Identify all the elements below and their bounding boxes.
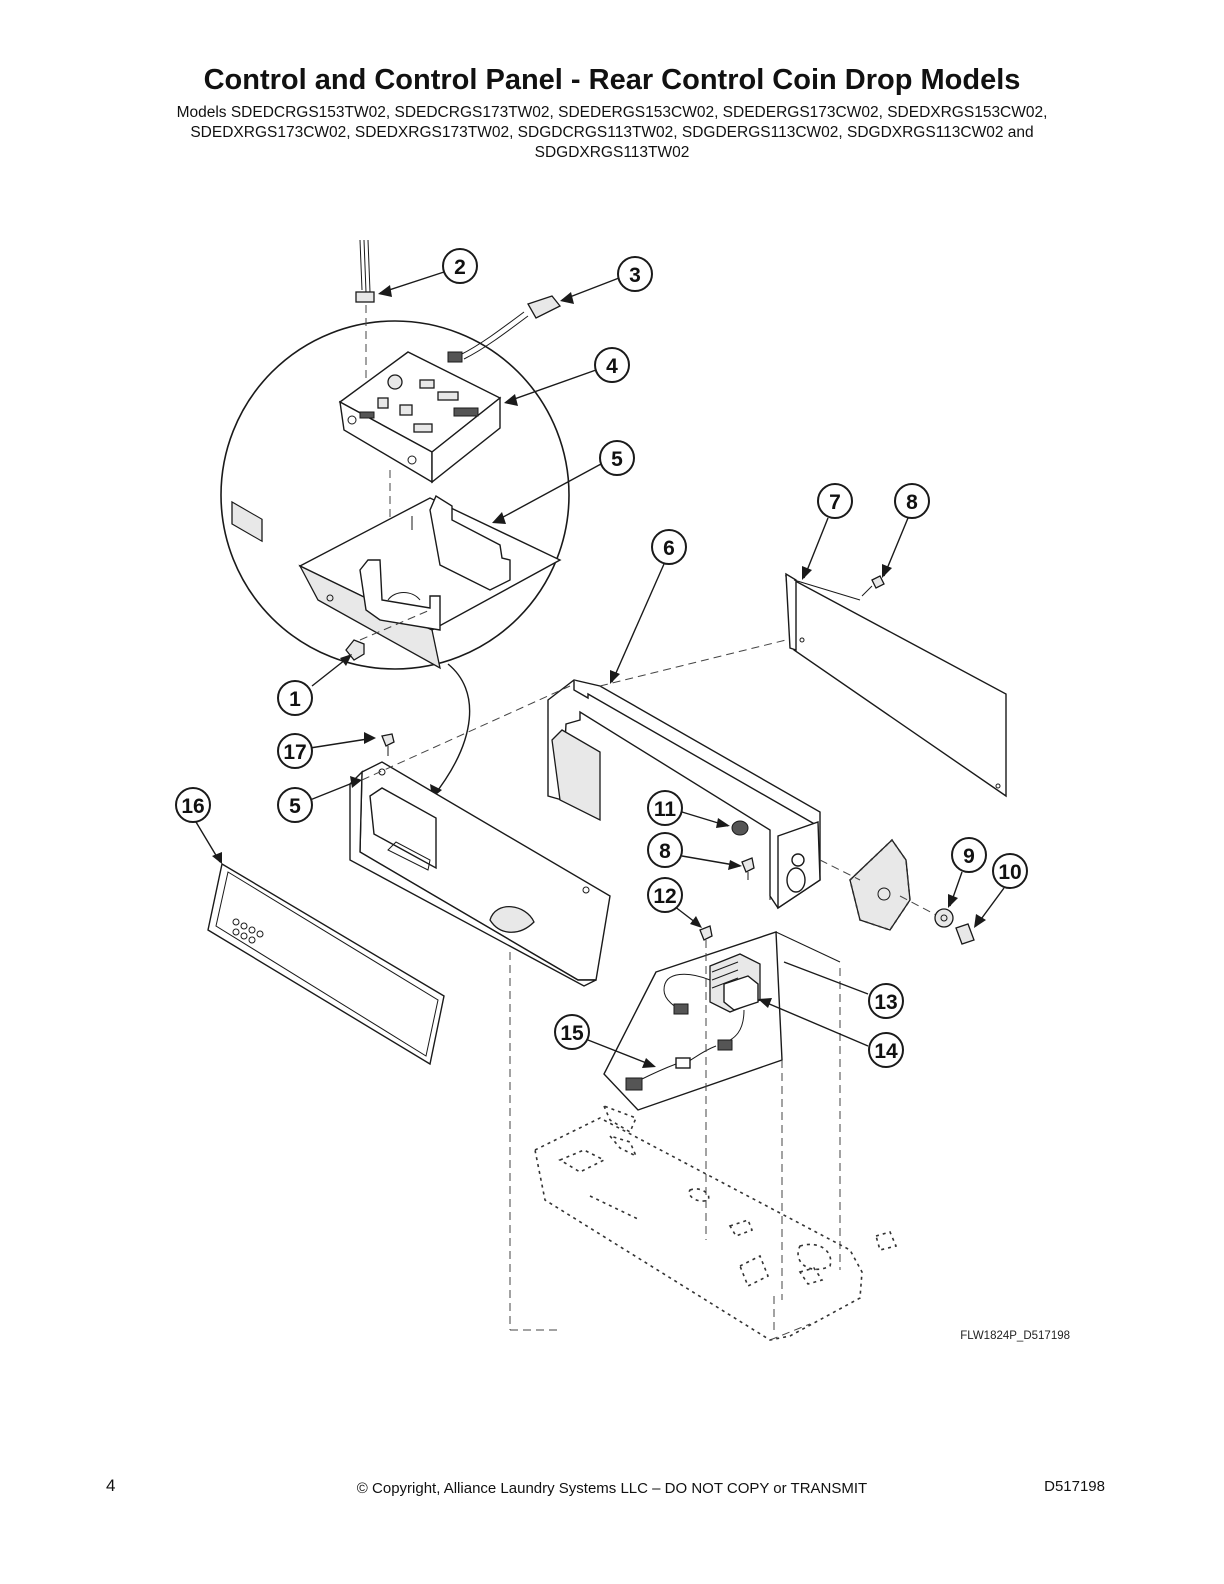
callout-5-lower: 5 [277, 787, 313, 823]
callout-label: 14 [874, 1040, 898, 1063]
callout-label: 4 [606, 355, 618, 378]
callout-14: 14 [868, 1032, 904, 1068]
callout-label: 3 [629, 264, 641, 287]
control-board-icon [338, 351, 502, 540]
model-list-line: Models SDEDCRGS153TW02, SDEDCRGS173TW02,… [176, 104, 1048, 121]
callout-13: 13 [868, 983, 904, 1019]
control-overlay [207, 500, 445, 1066]
cabinet-top [534, 1104, 898, 1341]
callout-label: 11 [654, 798, 677, 821]
callout-label: 5 [289, 795, 301, 818]
callout-3: 3 [617, 256, 653, 292]
callout-9: 9 [951, 837, 987, 873]
callout-label: 16 [181, 795, 204, 818]
callout-16: 16 [175, 787, 211, 823]
callout-8-lower: 8 [647, 832, 683, 868]
model-list: Models SDEDCRGS153TW02, SDEDCRGS173TW02,… [100, 103, 1124, 163]
callout-17: 17 [277, 733, 313, 769]
model-list-line: SDGDXRGS113TW02 [534, 144, 690, 161]
control-panel [349, 685, 611, 1331]
page-title: Control and Control Panel - Rear Control… [203, 64, 1021, 96]
screw-icon [861, 575, 885, 597]
callout-label: 15 [560, 1022, 584, 1045]
callout-label: 12 [653, 885, 676, 908]
screw-icon [699, 925, 713, 1240]
callout-12: 12 [647, 877, 683, 913]
callout-label: 8 [906, 491, 918, 514]
callout-2: 2 [442, 248, 478, 284]
callout-label: 5 [611, 448, 623, 471]
callout-10: 10 [992, 853, 1028, 889]
page-number: 4 [106, 1476, 116, 1495]
callout-6: 6 [651, 529, 687, 565]
leader-lines [195, 271, 1005, 1068]
lock-washer-icon [934, 908, 975, 945]
bracket-icon [298, 494, 562, 670]
callout-label: 9 [963, 845, 975, 868]
coin-bracket [819, 838, 939, 931]
callout-label: 1 [289, 688, 301, 711]
console-frame [547, 679, 821, 910]
callout-label: 7 [829, 491, 841, 514]
copyright-notice: © Copyright, Alliance Laundry Systems LL… [356, 1480, 868, 1497]
callout-4: 4 [594, 347, 630, 383]
screw-icon [381, 733, 395, 756]
rear-panel [599, 572, 1007, 798]
document-number: D517198 [1044, 1478, 1105, 1495]
callout-label: 2 [454, 256, 466, 279]
model-list-line: SDEDXRGS173CW02, SDEDXRGS173TW02, SDGDCR… [190, 124, 1034, 141]
callout-label: 10 [998, 861, 1021, 884]
callout-11: 11 [647, 790, 683, 826]
callout-label: 8 [659, 840, 671, 863]
callout-7: 7 [817, 483, 853, 519]
callout-label: 13 [874, 991, 897, 1014]
connector-cable [447, 295, 562, 363]
callout-label: 6 [663, 537, 675, 560]
callout-label: 17 [283, 741, 306, 764]
callout-1: 1 [277, 680, 313, 716]
wire-harness-icon [625, 973, 745, 1091]
figure-code: FLW1824P_D517198 [960, 1330, 1070, 1342]
transformer-icon [709, 953, 761, 1013]
callout-5: 5 [599, 440, 635, 476]
callout-15: 15 [554, 1014, 590, 1050]
screw-icon [731, 820, 755, 880]
callout-8: 8 [894, 483, 930, 519]
